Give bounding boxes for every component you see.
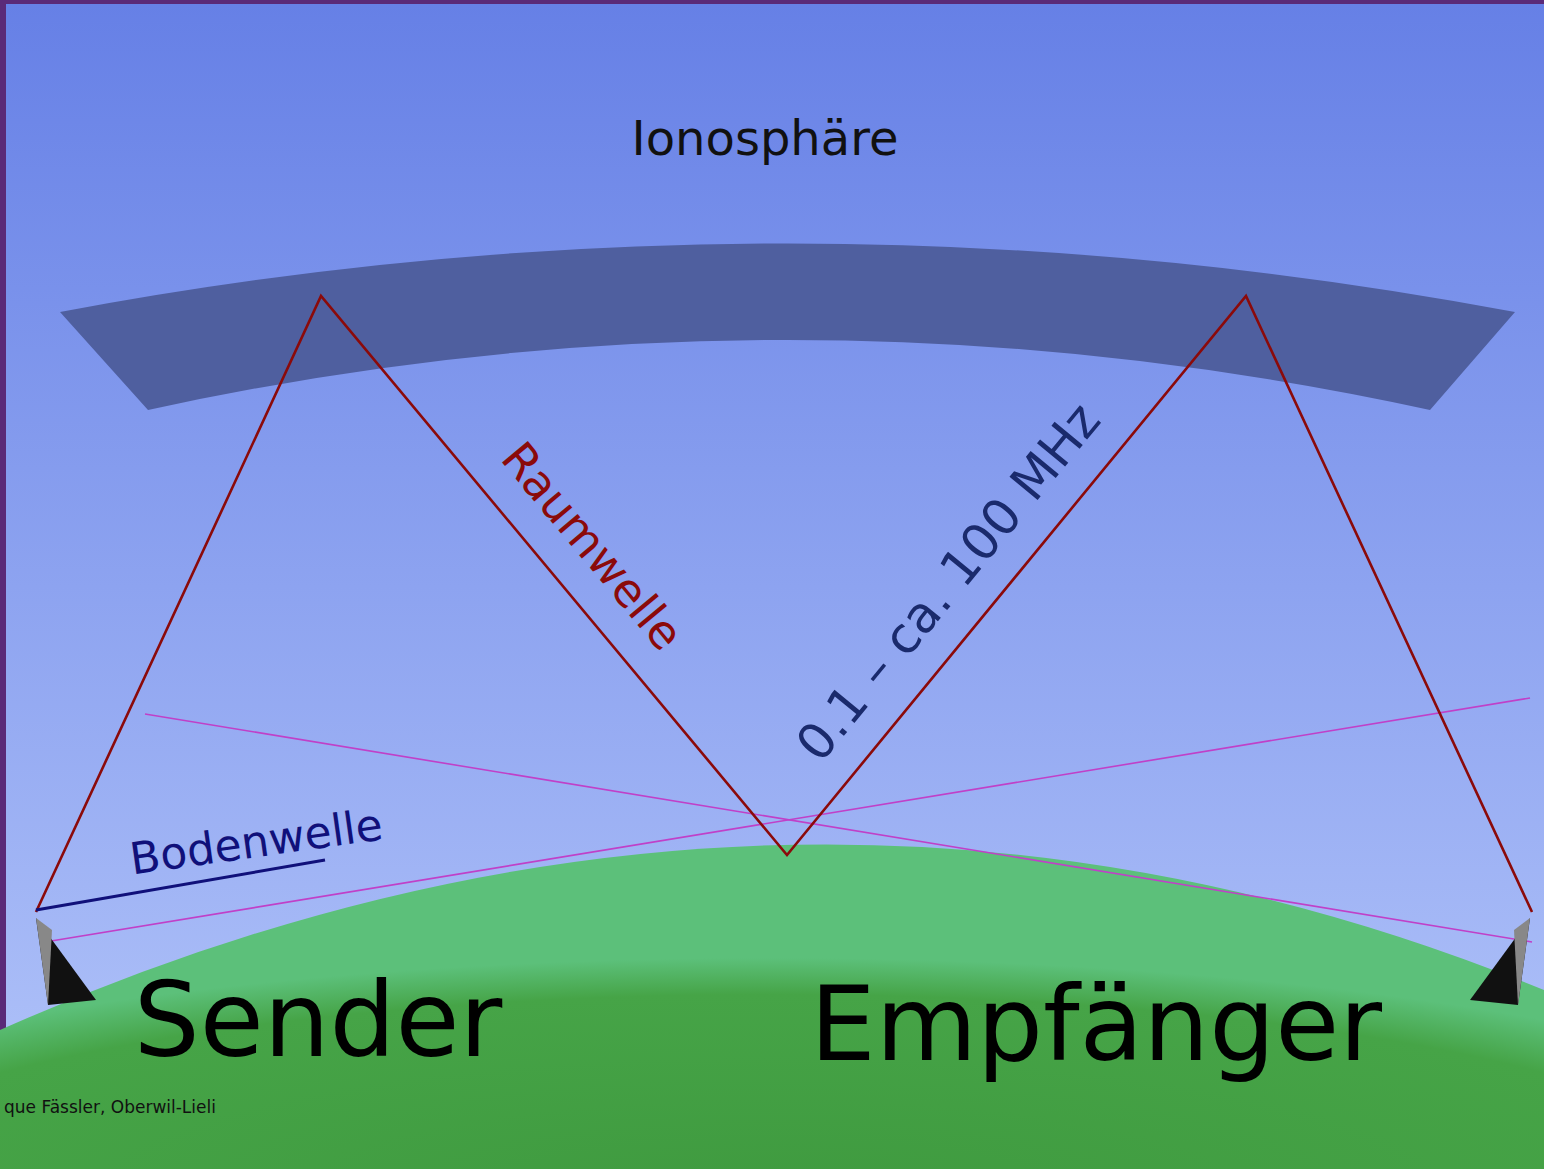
antenna-symbol	[1514, 918, 1530, 1005]
watermark: que Fässler, Oberwil-Lieli	[4, 1099, 216, 1116]
antenna-symbol	[36, 918, 96, 1005]
earth	[0, 844, 1544, 1169]
line-of-sight	[45, 698, 1530, 942]
transmitter-label: Sender	[134, 968, 503, 1072]
ionosphere-band	[60, 244, 1515, 411]
receiver-label: Empfänger	[810, 972, 1382, 1076]
antenna-symbol	[1470, 918, 1530, 1005]
antenna-symbol	[36, 918, 52, 1005]
sky-wave-path	[36, 296, 1532, 912]
ionosphere-label: Ionosphäre	[632, 114, 899, 162]
